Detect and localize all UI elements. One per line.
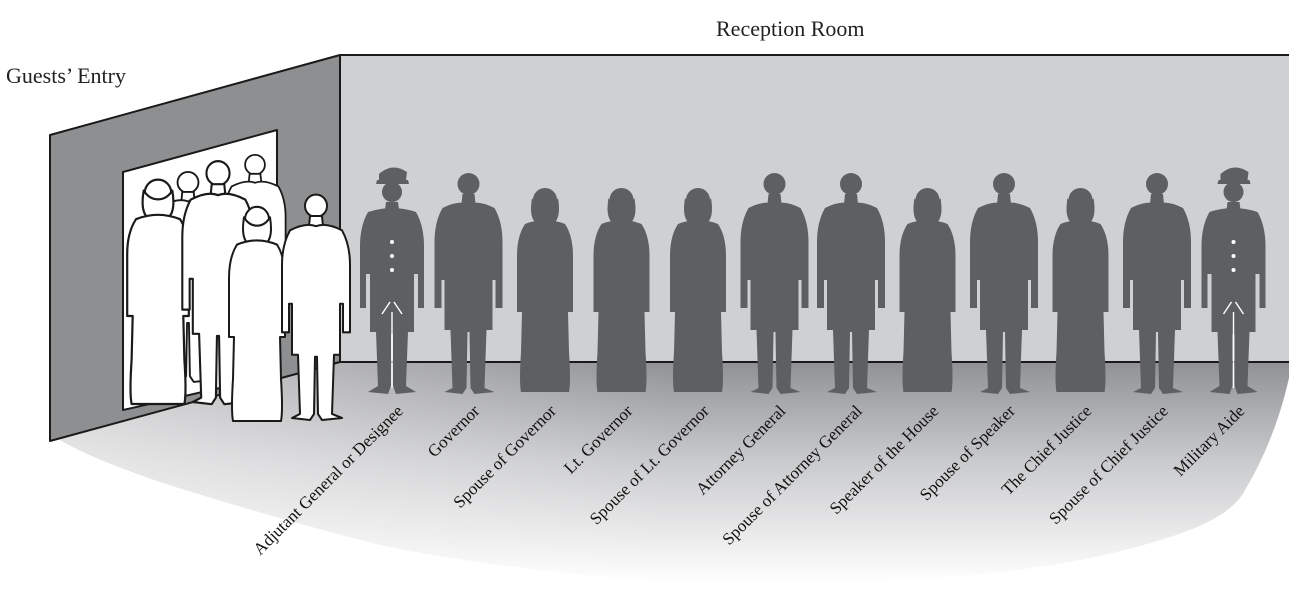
- guests-entry-label: Guests’ Entry: [6, 63, 126, 88]
- entering-guests: [126, 153, 352, 423]
- reception-room-label: Reception Room: [716, 16, 865, 41]
